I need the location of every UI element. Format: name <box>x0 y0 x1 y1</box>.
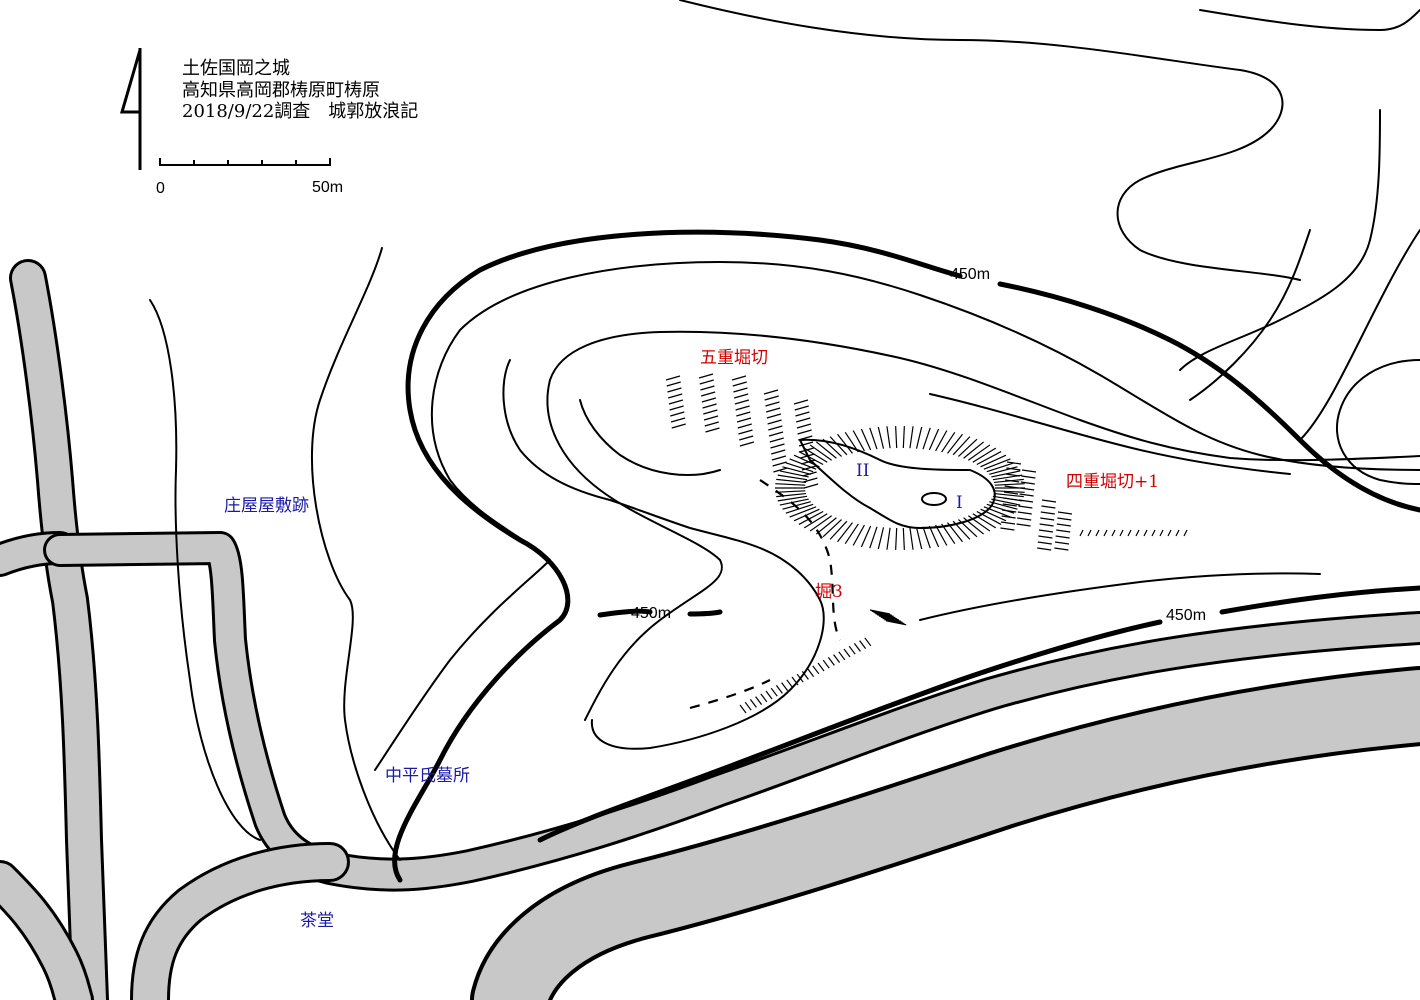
slope-hatching <box>775 426 1025 550</box>
elevation-label-left: 450m <box>631 605 671 622</box>
contour-west-2 <box>310 247 401 861</box>
label-kuruwa-2: II <box>856 461 869 481</box>
road-middle <box>43 531 1420 892</box>
contour-ne-5 <box>1335 359 1420 485</box>
map-title: 土佐国岡之城 <box>182 58 290 79</box>
well-pit <box>921 492 947 506</box>
contour-inner-5 <box>919 572 1321 621</box>
map-location: 高知県高岡郡梼原町梼原 <box>182 80 380 101</box>
four-fold-moats <box>1000 461 1188 551</box>
five-fold-moats <box>665 373 819 489</box>
contour-ne-3 <box>1299 229 1420 441</box>
scale-bar: 0 50m <box>156 158 343 197</box>
map-survey-info: 2018/9/22調査 城郭放浪記 <box>182 101 418 122</box>
lower-ridge-hatching <box>739 609 907 714</box>
label-shoya-yashiki: 庄屋屋敷跡 <box>224 496 309 516</box>
contour-inner-4 <box>579 393 1291 476</box>
contour-450-lower <box>537 585 1420 843</box>
label-moat-3: 堀3 <box>815 582 843 602</box>
label-four-fold-moat: 四重堀切+1 <box>1066 472 1159 492</box>
contour-inner-2 <box>546 330 1420 721</box>
scale-end-label: 50m <box>312 179 343 196</box>
contour-450-outer <box>392 229 1420 883</box>
label-chado: 茶堂 <box>300 911 334 931</box>
roads <box>0 259 1420 1000</box>
scale-start-label: 0 <box>156 180 165 197</box>
label-five-fold-moat: 五重堀切 <box>700 348 768 368</box>
contour-ne-4 <box>1189 229 1311 401</box>
elevation-label-right: 450m <box>1166 607 1206 624</box>
road-lower <box>130 842 350 1000</box>
road-left-vertical <box>9 259 109 1000</box>
contour-450-left <box>597 608 723 618</box>
contour-inner-1 <box>374 261 1420 771</box>
road-bottom-wide <box>470 666 1420 1000</box>
kuruwa-outline <box>799 438 996 529</box>
contour-inner-3 <box>502 359 825 750</box>
label-nakahira-grave: 中平氏墓所 <box>385 766 470 786</box>
title-block: 土佐国岡之城 高知県高岡郡梼原町梼原 2018/9/22調査 城郭放浪記 <box>182 58 418 122</box>
trail-dashed-2 <box>689 679 771 710</box>
contours <box>149 0 1420 883</box>
label-kuruwa-1: I <box>956 493 963 513</box>
road-lower-left <box>0 860 94 1000</box>
contour-ne-2 <box>1179 109 1381 371</box>
elevation-label-top: 450m <box>950 266 990 283</box>
north-arrow <box>120 48 142 170</box>
contour-west-outer <box>149 299 261 841</box>
earthworks <box>665 373 1188 714</box>
contour-ne-1 <box>679 0 1420 281</box>
